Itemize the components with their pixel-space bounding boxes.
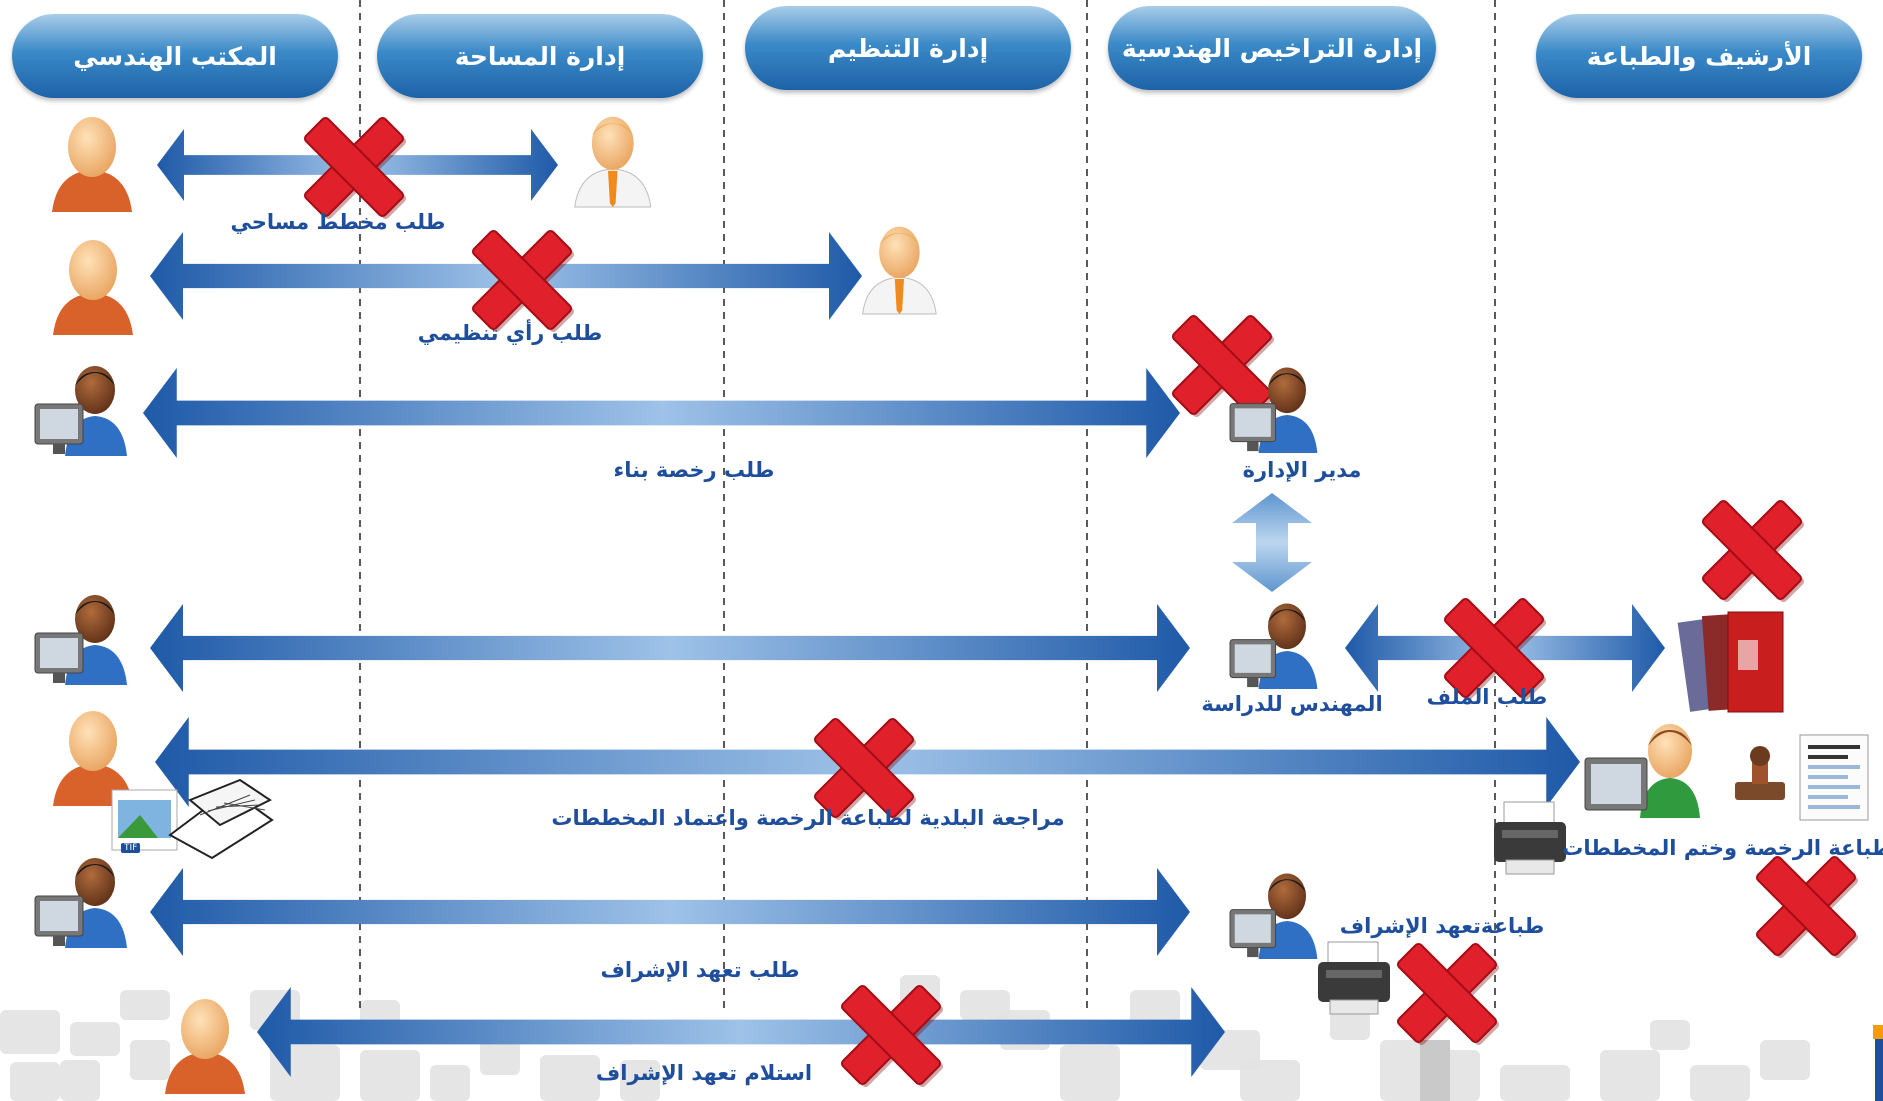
engineering-office-staff-icon <box>34 858 127 948</box>
label-print-supervision: طباعةتعهد الإشراف <box>1339 914 1545 938</box>
arrow-manager-engineer <box>1232 493 1312 592</box>
study-engineer-icon <box>1229 603 1318 689</box>
document-icon <box>1799 734 1869 821</box>
department-manager-icon <box>1229 367 1318 453</box>
stamp-icon <box>1735 746 1785 800</box>
cross-print-supervision <box>1396 942 1500 1046</box>
client-icon <box>52 117 132 212</box>
label-municipality-review: مراجعة البلدية لطباعة الرخصة واعتماد الم… <box>551 806 1065 830</box>
surveyor-icon <box>574 116 652 208</box>
lane-header-engineering-office: المكتب الهندسي <box>12 14 338 98</box>
label-study-engineer: المهندس للدراسة <box>1201 692 1383 716</box>
cross-supervision-receipt <box>840 984 944 1088</box>
printer-icon <box>1318 941 1390 1015</box>
planner-icon <box>862 226 937 315</box>
licensing-staff-icon <box>1229 873 1318 959</box>
lane-header-archive-printing: الأرشيف والطباعة <box>1536 14 1862 98</box>
label-survey-request: طلب مخطط مساحي <box>230 210 446 234</box>
lane-separators <box>359 0 1496 1010</box>
files-binder-icon <box>1677 611 1784 713</box>
engineering-office-staff-icon <box>34 366 127 456</box>
archive-staff-icon <box>1584 724 1700 818</box>
arrow-study-engineer <box>150 604 1190 692</box>
cross-licensing <box>1171 314 1275 418</box>
label-file-request: طلب الملف <box>1426 685 1548 709</box>
cross-print-permit <box>1755 855 1859 959</box>
cross-archive <box>1701 499 1805 603</box>
label-department-manager: مدير الإدارة <box>1242 458 1362 482</box>
plan-sheets-icon <box>168 778 274 860</box>
printer-icon <box>1494 801 1566 875</box>
background-tiles <box>0 975 1883 1101</box>
tif-file-tag: TIF <box>121 843 141 853</box>
label-planning-request: طلب رأي تنظيمي <box>417 321 603 345</box>
label-print-permit-stamp: طباعة الرخصة وختم المخططات <box>1562 836 1883 860</box>
label-supervision-receipt: استلام تعهد الإشراف <box>595 1061 813 1085</box>
arrow-building-permit <box>143 368 1180 458</box>
client-icon <box>53 240 133 335</box>
lane-header-licensing: إدارة التراخيص الهندسية <box>1108 6 1436 90</box>
cross-survey <box>303 116 407 220</box>
cross-planning <box>471 229 575 333</box>
lane-header-planning: إدارة التنظيم <box>745 6 1071 90</box>
lane-header-survey: إدارة المساحة <box>377 14 703 98</box>
label-supervision-request: طلب تعهد الإشراف <box>600 958 800 982</box>
tif-image-file-icon <box>111 789 178 851</box>
arrow-supervision-receipt <box>257 987 1225 1077</box>
cross-municipality <box>813 717 917 821</box>
label-building-permit-request: طلب رخصة بناء <box>613 458 775 482</box>
cross-file-request <box>1443 597 1547 701</box>
client-icon <box>165 999 245 1094</box>
engineering-office-staff-icon <box>34 595 127 685</box>
arrow-supervision-request <box>150 868 1190 956</box>
